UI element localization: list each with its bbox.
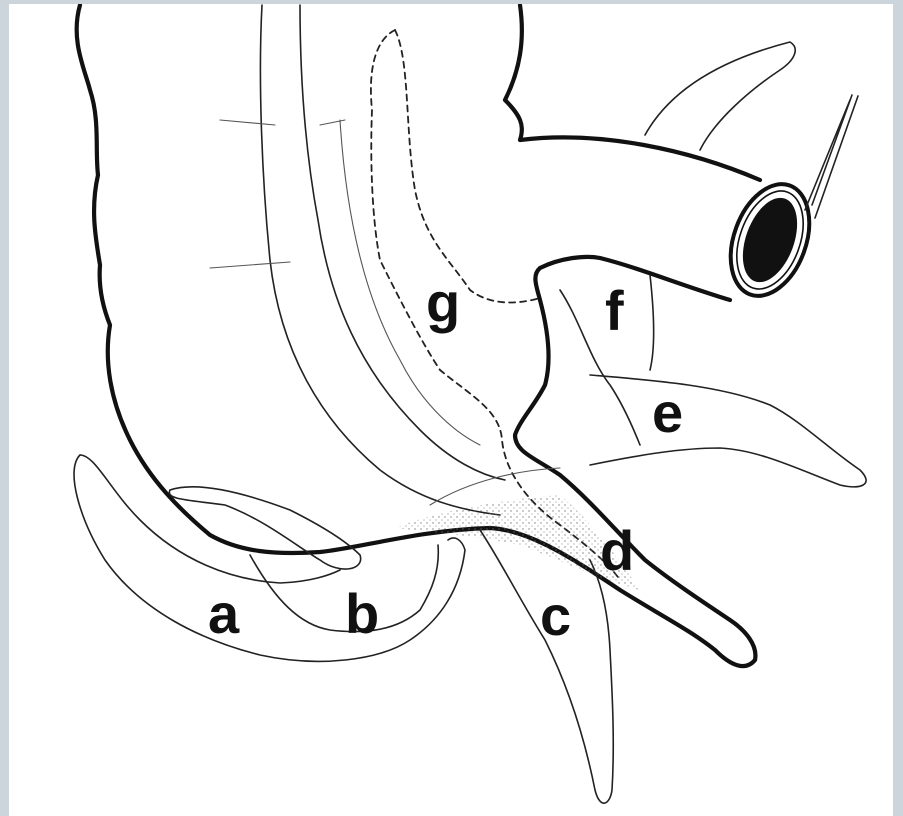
inner-wall-1 xyxy=(260,5,500,515)
label-e: e xyxy=(652,381,683,444)
label-f: f xyxy=(605,279,624,342)
label-a: a xyxy=(208,582,240,645)
fold-a-outline xyxy=(74,455,465,661)
fold-upper-right xyxy=(645,42,795,150)
anatomy-diagram: a b c d e f g xyxy=(9,4,893,816)
label-d: d xyxy=(600,519,634,582)
inner-wall-2 xyxy=(300,5,505,480)
ileum-mesentery xyxy=(805,95,858,218)
fold-e-outline xyxy=(590,375,866,487)
fold-b-outline xyxy=(169,487,360,569)
figure-frame: a b c d e f g xyxy=(9,4,893,816)
haustra-tick-1 xyxy=(220,120,275,125)
fold-a-inner xyxy=(80,455,340,583)
label-g: g xyxy=(426,271,460,334)
haustra-tick-2 xyxy=(210,262,290,268)
recess-f-outline xyxy=(560,290,640,445)
recess-f-right xyxy=(650,275,654,370)
label-c: c xyxy=(540,584,571,647)
ileum-upper-border xyxy=(505,5,760,180)
haustra-tick-3 xyxy=(320,120,345,125)
label-b: b xyxy=(345,582,379,645)
